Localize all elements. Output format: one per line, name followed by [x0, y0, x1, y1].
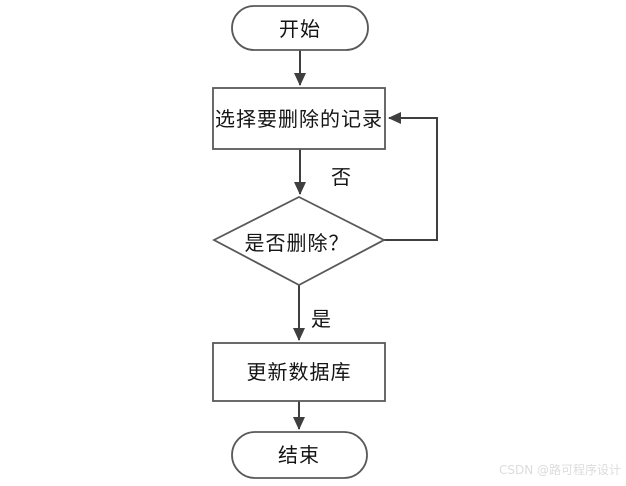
process-select-label: 选择要删除的记录 — [215, 107, 383, 131]
decision-node-label: 是否删除？ — [245, 231, 350, 255]
watermark: CSDN @路可程序设计 — [499, 462, 621, 477]
no-edge-label: 否 — [331, 165, 351, 189]
start-node: 开始 — [231, 5, 369, 51]
process-update-label: 更新数据库 — [247, 360, 352, 384]
process-update-node: 更新数据库 — [212, 342, 386, 402]
yes-edge-label: 是 — [311, 307, 331, 331]
connector-no-loopback — [384, 112, 438, 241]
process-select-node: 选择要删除的记录 — [212, 87, 386, 150]
end-node-label: 结束 — [278, 443, 320, 467]
start-node-label: 开始 — [279, 17, 321, 41]
end-node: 结束 — [231, 431, 368, 479]
decision-node: 是否删除？ — [212, 195, 386, 287]
